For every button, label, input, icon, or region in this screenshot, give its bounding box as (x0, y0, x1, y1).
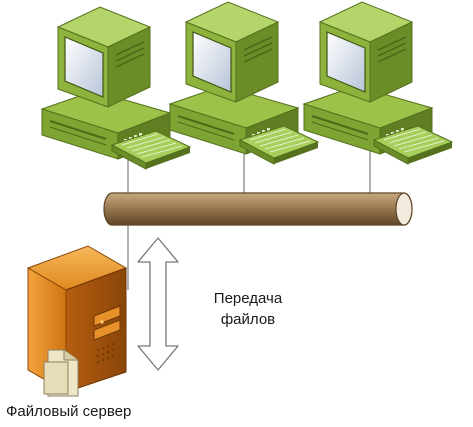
transfer-label-line-1: Передача (213, 290, 283, 307)
workstation-icon-3 (303, 1, 453, 165)
server-caption: Файловый сервер (6, 403, 132, 420)
transfer-label: Передача файлов (188, 288, 308, 330)
workstation-icon-1 (41, 6, 191, 170)
workstation-icon-2 (169, 1, 319, 165)
transfer-label-line-2: файлов (220, 311, 276, 328)
document-icon (43, 349, 79, 397)
network-bus (103, 192, 413, 226)
double-arrow-icon (137, 237, 179, 371)
